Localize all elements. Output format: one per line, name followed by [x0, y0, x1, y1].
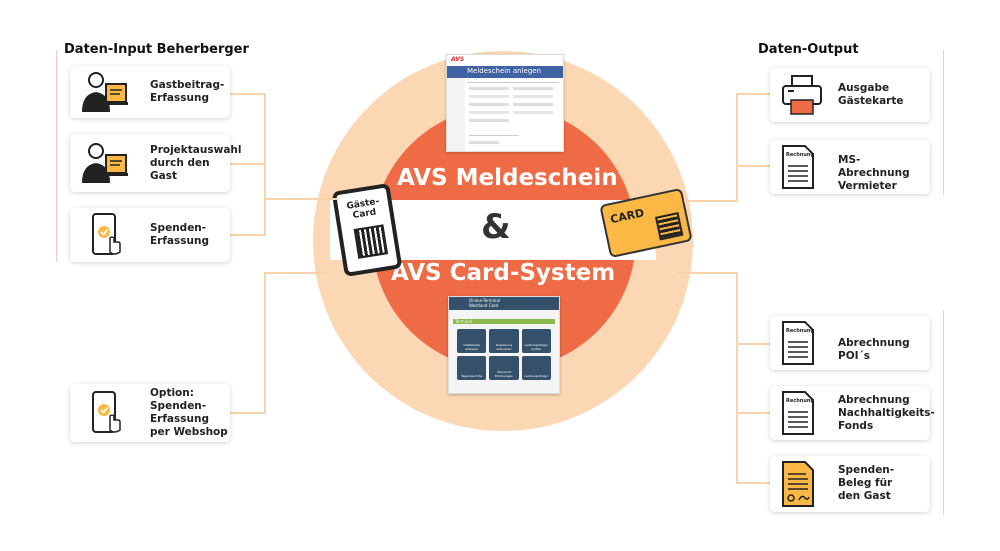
connector — [264, 93, 266, 236]
output-label: Abrechnung Nachhaltigkeits- Fonds — [838, 394, 935, 432]
person-at-computer-icon — [76, 70, 130, 114]
doc-heading: Rechnung — [786, 398, 815, 404]
card-label: CARD — [609, 206, 646, 227]
output-label: Ausgabe Gästekarte — [838, 82, 904, 107]
invoice-document-icon: Rechnung — [780, 320, 816, 366]
output-heading: Daten-Output — [758, 42, 859, 57]
connector — [736, 482, 770, 484]
guest-card-label: Gäste- Card — [345, 196, 380, 221]
connector — [684, 200, 738, 202]
connector — [264, 272, 266, 414]
doc-heading: Rechnung — [786, 152, 815, 158]
input-card-spenden: Spenden- Erfassung — [70, 208, 230, 262]
output-card-spendenbeleg: Spenden- Beleg für den Gast — [770, 456, 930, 512]
terminal-tile: Zuweisung aktivieren — [489, 329, 519, 353]
connector — [736, 412, 770, 414]
invoice-document-icon: Rechnung — [780, 144, 816, 190]
side-accent-line — [943, 310, 944, 515]
terminal-tile: Gästekarte erfassen — [457, 329, 487, 353]
input-card-webshop: Option: Spenden- Erfassung per Webshop — [70, 384, 230, 442]
ampersand: & — [481, 207, 511, 247]
connector — [736, 272, 738, 484]
connector — [230, 93, 264, 95]
output-card-ausgabe: Ausgabe Gästekarte — [770, 68, 930, 122]
output-label: Abrechnung POI´s — [838, 337, 910, 362]
terminal-header-line2: Westland Card — [469, 303, 499, 308]
title-card-system: AVS Card-System — [391, 260, 616, 286]
certificate-document-icon — [780, 460, 816, 508]
input-heading: Daten-Input Beherberger — [64, 42, 249, 57]
input-label: Projektauswahl durch den Gast — [150, 144, 242, 182]
connector — [230, 163, 264, 165]
connector — [736, 343, 770, 345]
smartphone-touch-icon — [90, 390, 124, 436]
output-card-poi: Rechnung Abrechnung POI´s — [770, 316, 930, 370]
connector — [230, 412, 264, 414]
output-card-ms-abrechnung: Rechnung MS-Abrechnung Vermieter — [770, 140, 930, 194]
invoice-document-icon: Rechnung — [780, 390, 816, 436]
input-card-projektauswahl: Projektauswahl durch den Gast — [70, 134, 241, 192]
output-label: Spenden- Beleg für den Gast — [838, 464, 895, 502]
connector — [230, 234, 264, 236]
connector — [736, 165, 770, 167]
connector — [736, 93, 738, 201]
card-printer-icon — [780, 74, 824, 116]
person-at-computer-icon — [76, 141, 130, 185]
output-label: MS-Abrechnung Vermieter — [838, 154, 910, 192]
meldeschein-heading: Meldeschein anlegen — [467, 67, 542, 75]
avs-logo: AVS — [451, 56, 465, 63]
connector — [736, 93, 770, 95]
terminal-tile: Leistungsträger — [521, 356, 551, 380]
input-label: Spenden- Erfassung — [150, 222, 209, 247]
terminal-tile: Leistungsträger prüfen — [521, 329, 551, 353]
input-label: Gastbeitrag- Erfassung — [150, 79, 225, 104]
title-meldeschein: AVS Meldeschein — [397, 165, 618, 191]
input-card-gastbeitrag: Gastbeitrag- Erfassung — [70, 66, 230, 118]
card-qr-icon — [654, 212, 684, 241]
doc-heading: Rechnung — [786, 328, 815, 334]
connector — [676, 272, 738, 274]
meldeschein-screenshot: AVS Meldeschein anlegen — [446, 54, 564, 152]
smartphone-touch-icon — [90, 212, 124, 258]
input-label: Option: Spenden- Erfassung per Webshop — [150, 387, 228, 438]
terminal-tile: Übersicht Einlösungen — [489, 356, 519, 380]
output-card-nachhaltigkeit: Rechnung Abrechnung Nachhaltigkeits- Fon… — [770, 386, 935, 440]
side-accent-line — [943, 50, 944, 195]
terminal-section: Terminal — [455, 319, 472, 324]
qr-code-icon — [353, 224, 389, 259]
connector — [264, 272, 326, 274]
connector — [264, 198, 338, 200]
terminal-tile: Tagesberichte — [457, 356, 487, 380]
terminal-header-line1: Online-Terminal — [469, 298, 500, 303]
card-system-screenshot: Online-Terminal Westland Card Terminal G… — [448, 296, 560, 394]
side-accent-line — [56, 50, 57, 262]
